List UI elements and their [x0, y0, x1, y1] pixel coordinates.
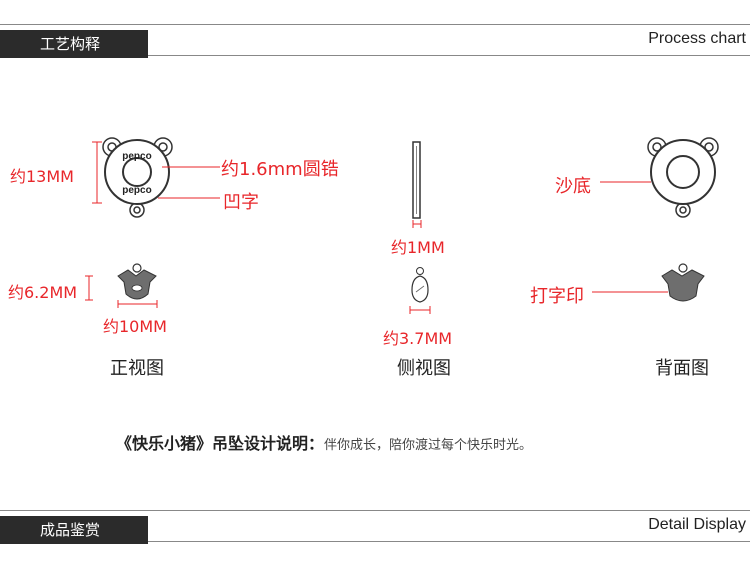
header-bottom-rule — [148, 55, 750, 56]
description-title: 《快乐小猪》吊坠设计说明： — [116, 434, 325, 453]
back-view-caption: 背面图 — [655, 358, 709, 379]
finish-label: 沙底 — [555, 176, 591, 197]
process-chart-header: 工艺构释 Process chart — [0, 24, 750, 58]
ring-text-bottom: pepco — [122, 185, 151, 196]
side-pig-profile — [411, 267, 429, 303]
description-line: 《快乐小猪》吊坠设计说明：伴你成长，陪你渡过每个快乐时光。 — [116, 430, 532, 454]
ring-text-top: pepco — [122, 151, 151, 162]
dim-small-width-label: 约10MM — [103, 317, 167, 336]
header-tab: 工艺构释 — [0, 30, 148, 58]
front-pig-pendant — [117, 263, 157, 300]
dim-small-height-label: 约6.2MM — [8, 283, 78, 302]
dim-side-small-label: 约3.7MM — [383, 329, 453, 348]
footer-en-label: Detail Display — [648, 516, 746, 533]
footer-top-rule — [0, 510, 750, 511]
dim-engrave-label: 凹字 — [223, 192, 259, 213]
front-round-pendant: pepco pepco — [102, 137, 173, 218]
stamp-label: 打字印 — [530, 286, 584, 307]
back-round-pendant — [647, 137, 719, 218]
header-top-rule — [0, 24, 750, 25]
dim-height-label: 约13MM — [10, 167, 74, 186]
footer-bottom-rule — [148, 541, 750, 542]
side-profile — [412, 141, 421, 219]
dim-thickness-label: 约1MM — [391, 238, 445, 257]
front-view-caption: 正视图 — [110, 358, 164, 379]
description-text: 伴你成长，陪你渡过每个快乐时光。 — [324, 438, 533, 453]
header-en-label: Process chart — [648, 30, 746, 47]
dim-bevel-label: 约1.6mm圆锆 — [221, 159, 339, 180]
footer-tab: 成品鉴赏 — [0, 516, 148, 544]
side-view-caption: 侧视图 — [397, 358, 451, 379]
back-pig-pendant — [661, 263, 705, 302]
detail-display-header: 成品鉴赏 Detail Display — [0, 510, 750, 544]
